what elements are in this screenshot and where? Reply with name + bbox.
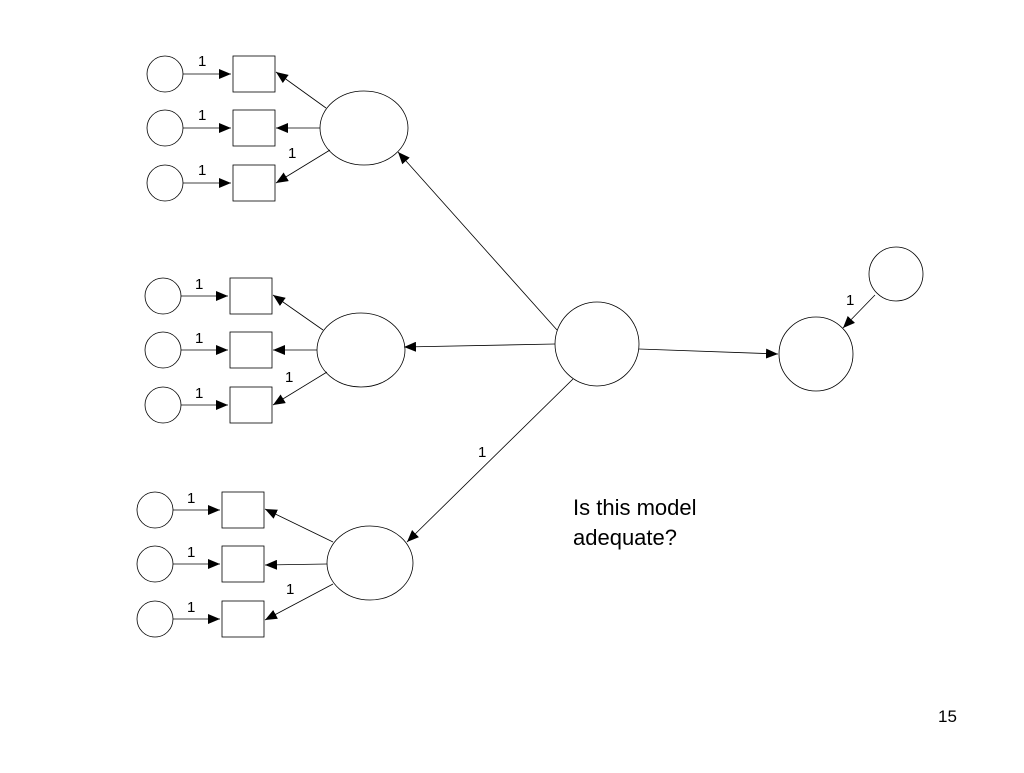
coefficient-label: 1 xyxy=(198,53,206,70)
coefficient-label: 1 xyxy=(195,385,203,402)
indicator-group-1: 1 1 1 1 xyxy=(146,53,409,202)
observed-indicator xyxy=(229,331,273,369)
error-term xyxy=(136,600,174,638)
latent-factor xyxy=(326,525,414,601)
structural-part: 1 1 xyxy=(397,151,924,543)
coefficient-label: 1 xyxy=(198,107,206,124)
loading-path xyxy=(272,294,324,331)
loading-path xyxy=(272,371,328,406)
coefficient-label: 1 xyxy=(198,162,206,179)
observed-indicator xyxy=(221,545,265,583)
loading-path xyxy=(264,583,334,621)
coefficient-label: 1 xyxy=(187,490,195,507)
error-term xyxy=(146,109,184,147)
structural-path xyxy=(406,378,574,543)
observed-indicator xyxy=(221,491,265,529)
error-term xyxy=(136,491,174,529)
indicator-group-3: 1 1 1 1 xyxy=(136,490,414,638)
observed-indicator xyxy=(232,109,276,147)
loading-path xyxy=(264,559,328,570)
observed-indicator xyxy=(229,386,273,424)
coefficient-label: 1 xyxy=(286,581,294,598)
loading-path xyxy=(275,71,327,109)
observed-indicator xyxy=(232,55,276,93)
latent-factor xyxy=(316,312,406,388)
observed-indicator xyxy=(229,277,273,315)
error-term xyxy=(136,545,174,583)
disturbance-path xyxy=(842,294,876,329)
observed-indicator xyxy=(232,164,276,202)
question-line-2: adequate? xyxy=(573,525,677,550)
question-line-1: Is this model xyxy=(573,495,697,520)
error-term xyxy=(144,277,182,315)
structural-path xyxy=(403,341,556,352)
coefficient-label: 1 xyxy=(478,444,486,461)
error-term xyxy=(144,331,182,369)
latent-factor xyxy=(319,90,409,166)
coefficient-label: 1 xyxy=(195,276,203,293)
error-term xyxy=(146,164,184,202)
coefficient-label: 1 xyxy=(187,544,195,561)
loading-path xyxy=(275,149,331,184)
structural-path xyxy=(638,348,779,359)
coefficient-label: 1 xyxy=(187,599,195,616)
second-order-factor xyxy=(554,301,640,387)
coefficient-label: 1 xyxy=(846,292,854,309)
disturbance-term xyxy=(868,246,924,302)
loading-path xyxy=(264,508,334,543)
error-term xyxy=(144,386,182,424)
page-number: 15 xyxy=(938,707,957,726)
question-text: Is this model adequate? xyxy=(573,493,697,553)
structural-path xyxy=(397,151,558,331)
observed-indicator xyxy=(221,600,265,638)
coefficient-label: 1 xyxy=(288,145,296,162)
coefficient-label: 1 xyxy=(195,330,203,347)
outcome-latent xyxy=(778,316,854,392)
error-term xyxy=(146,55,184,93)
indicator-group-2: 1 1 1 1 xyxy=(144,276,406,424)
coefficient-label: 1 xyxy=(285,369,293,386)
